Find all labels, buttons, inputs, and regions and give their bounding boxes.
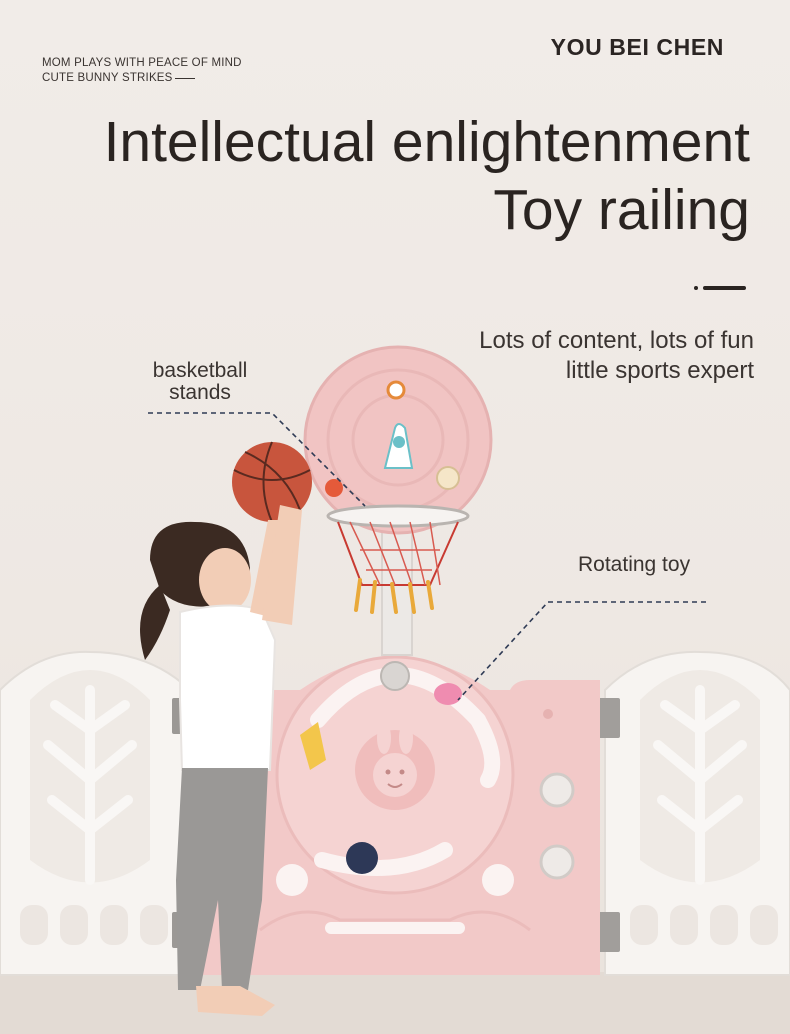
decorative-divider xyxy=(694,286,746,290)
rotating-toy-label: Rotating toy xyxy=(578,553,691,576)
tagline-line2-wrap: CUTE BUNNY STRIKES xyxy=(42,71,195,86)
basketball-label-line2: stands xyxy=(169,381,231,404)
right-white-panel xyxy=(604,650,790,976)
tagline: MOM PLAYS WITH PEACE OF MIND CUTE BUNNY … xyxy=(42,56,242,86)
basketball-callout-line xyxy=(148,412,366,507)
child-figure xyxy=(140,505,302,1016)
rotating-callout-line xyxy=(457,601,706,701)
tagline-dash xyxy=(174,77,195,80)
basketball-backboard xyxy=(303,345,493,535)
subtitle: Lots of content, lots of fun little spor… xyxy=(479,326,754,386)
title-line1: Intellectual enlightenment xyxy=(103,110,750,174)
left-white-panel xyxy=(0,650,191,976)
pink-activity-panel xyxy=(190,655,600,975)
tagline-line2: CUTE BUNNY STRIKES xyxy=(42,72,173,84)
title-line2: Toy railing xyxy=(493,178,750,242)
basketball xyxy=(232,441,312,523)
basketball-hoop xyxy=(326,504,470,614)
divider-bar xyxy=(703,286,746,290)
basketball-label-line1: basketball xyxy=(152,359,248,382)
page-title: Intellectual enlightenment Toy railing xyxy=(104,108,750,244)
callout-leader-lines xyxy=(148,412,706,701)
divider-dot xyxy=(694,286,698,290)
tagline-line1: MOM PLAYS WITH PEACE OF MIND xyxy=(42,57,242,69)
subtitle-line2: little sports expert xyxy=(565,357,754,384)
basketball-stands-label: basketball stands xyxy=(140,360,260,404)
brand-name: YOU BEI CHEN xyxy=(550,34,724,60)
floor xyxy=(0,972,790,1034)
subtitle-line1: Lots of content, lots of fun xyxy=(479,327,754,354)
